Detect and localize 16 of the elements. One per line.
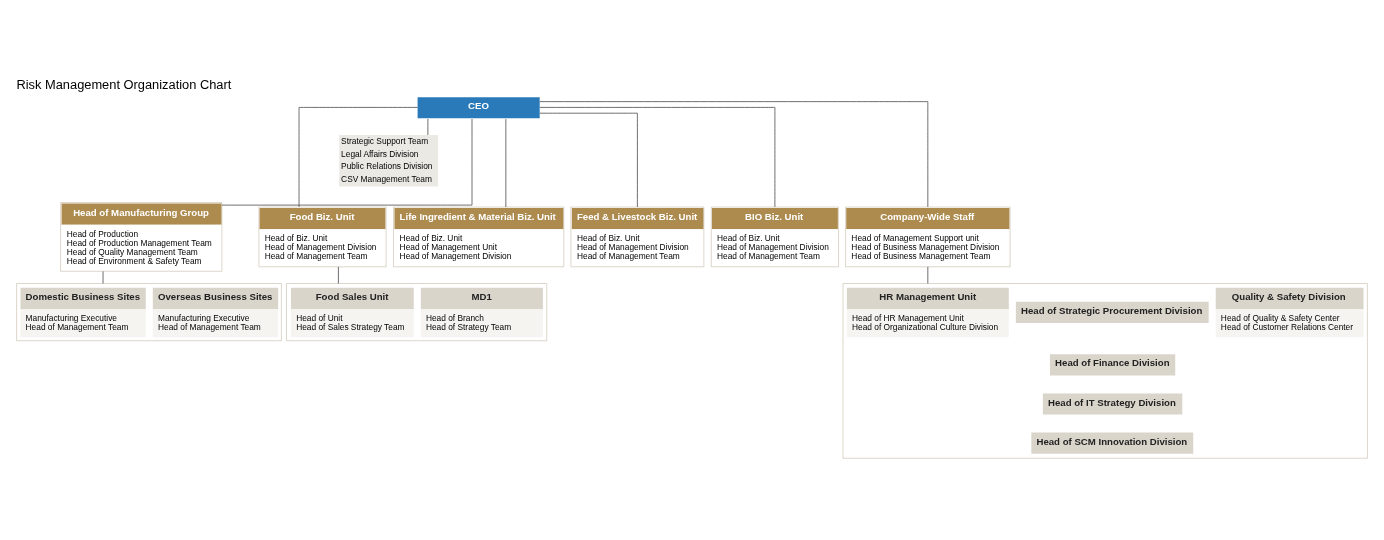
connector	[221, 118, 473, 206]
connector	[539, 112, 638, 208]
connector	[539, 107, 776, 208]
node-box: Strategic Support Team Legal Affairs Division Public Relations Division CSV Management Team	[339, 135, 439, 187]
diagram-title: Risk Management Organization Chart	[16, 77, 232, 93]
node-box: Head of SCM Innovation Division	[1031, 432, 1194, 454]
connector	[298, 107, 418, 208]
node-box: Head of Finance Division	[1049, 354, 1176, 376]
node-box: Head of IT Strategy Division	[1042, 393, 1183, 415]
connector	[505, 118, 507, 208]
connector	[927, 266, 929, 284]
node-box: CEO	[417, 97, 540, 119]
node-box: Head of Strategic Procurement Division	[1015, 301, 1209, 323]
connector	[338, 266, 339, 284]
cluster	[842, 283, 1368, 459]
connector	[539, 101, 929, 208]
